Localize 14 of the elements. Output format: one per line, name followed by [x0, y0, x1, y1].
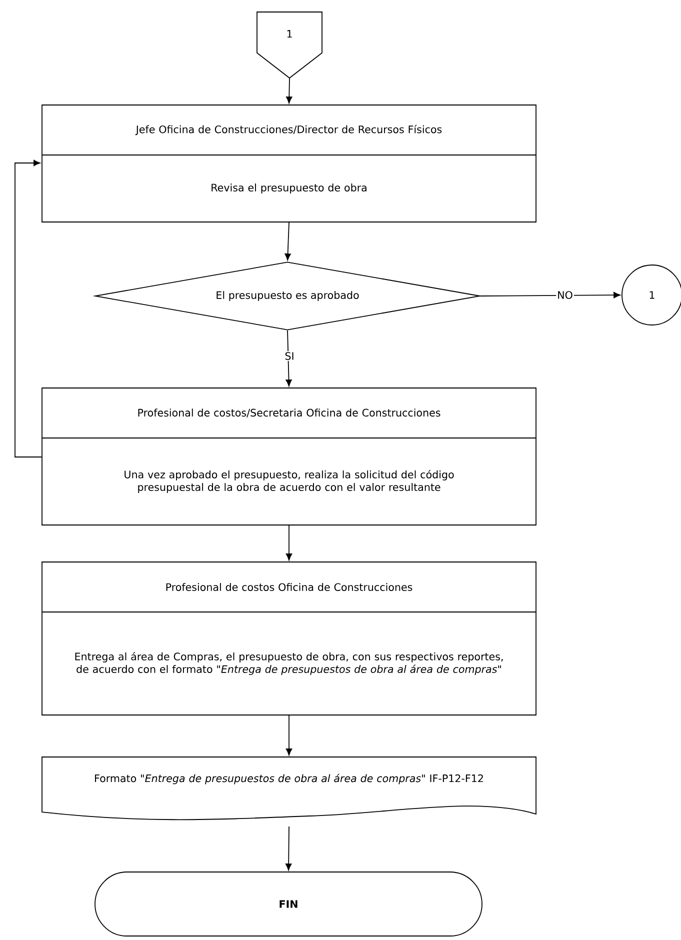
arrow: [480, 292, 620, 298]
arrow: [286, 715, 292, 756]
arrow: [286, 78, 292, 104]
process-box: Profesional de costos/Secretaria Oficina de Construcciones Una vez aprobado el presupuesto, realiza la solicitud del código presupuestal de la obra de acuerdo con el valor resultante: [42, 388, 536, 526]
arrow: [286, 826, 292, 870]
process-box: Jefe Oficina de Construcciones/Director de Recursos Físicos Revisa el presupuesto de obra: [42, 104, 536, 222]
edge-label: NO: [556, 290, 574, 300]
arrow: [286, 330, 292, 386]
off-page-connector: 1: [256, 12, 322, 79]
process-box: Profesional de costos Oficina de Construcciones Entrega al área de Compras, el presupuesto de obra, con sus respectivos reportes, de acuerdo con el formato "Entrega de presupuestos de obra al área de compras": [42, 562, 536, 716]
edge-label: SI: [284, 351, 296, 361]
arrow: [14, 160, 42, 458]
arrow: [286, 525, 292, 560]
arrow: [284, 222, 291, 260]
